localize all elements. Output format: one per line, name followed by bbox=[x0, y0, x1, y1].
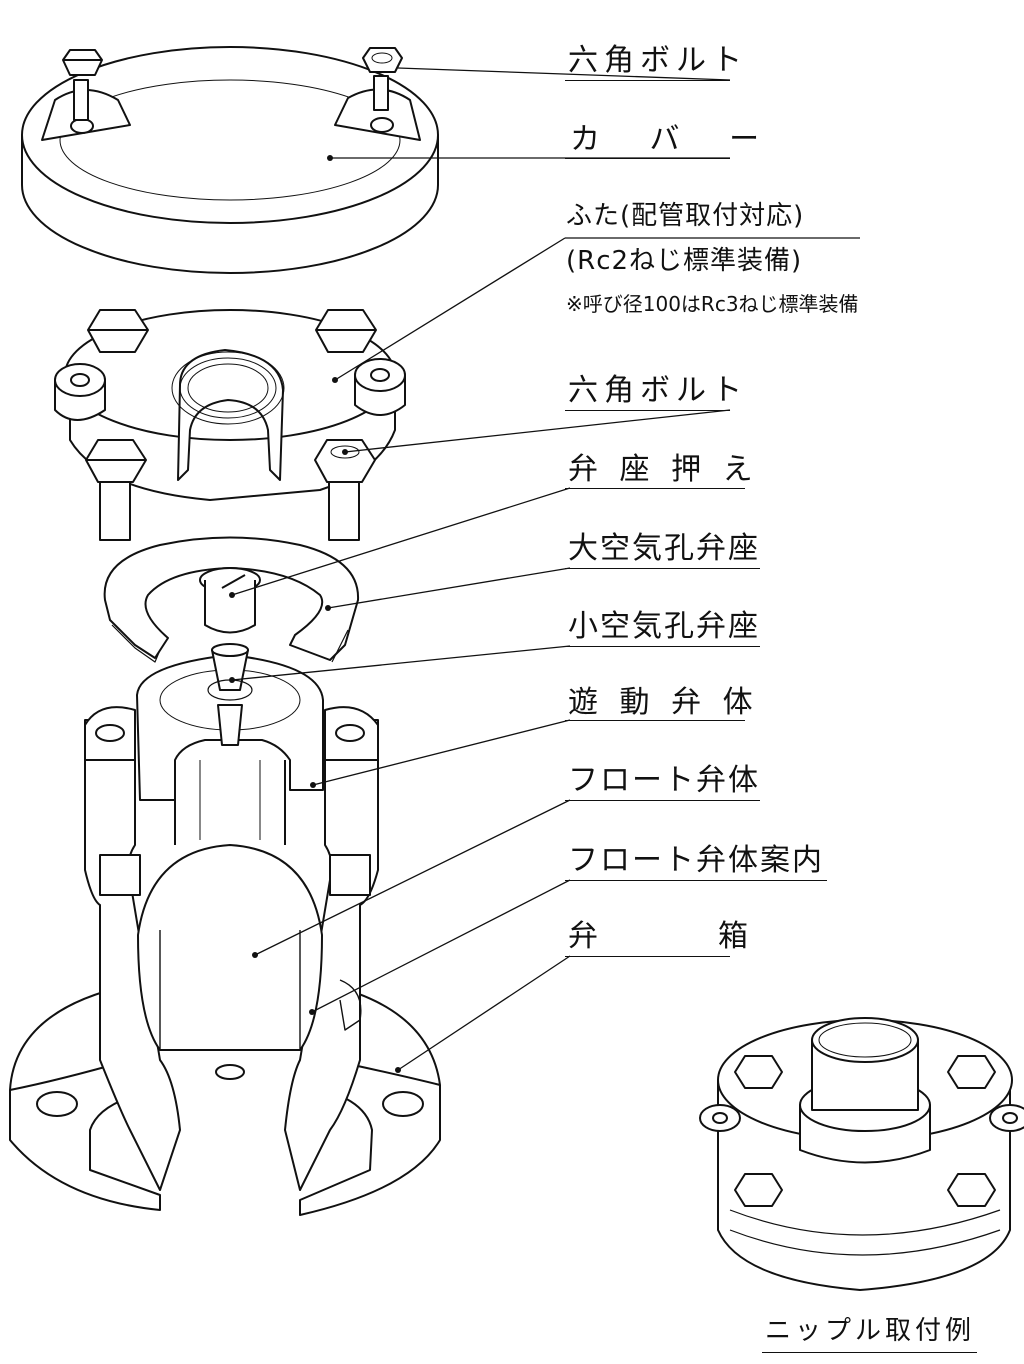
underline-hex-bolt-top bbox=[565, 80, 730, 81]
seat-retainer-drawing bbox=[103, 536, 360, 663]
label-floating-valve: 遊 動 弁 体 bbox=[568, 685, 759, 720]
underline-float-guide bbox=[565, 880, 827, 881]
nipple-example-drawing bbox=[699, 1017, 1024, 1291]
lid-drawing bbox=[54, 309, 406, 541]
underline-cover bbox=[565, 158, 730, 159]
underline-hex-bolt-mid bbox=[565, 410, 730, 411]
label-large-air-seat: 大空気孔弁座 bbox=[568, 531, 760, 566]
underline-valve-box bbox=[565, 956, 730, 957]
label-hex-bolt-top: 六角ボルト bbox=[568, 43, 748, 78]
floating-valve-drawing bbox=[136, 643, 324, 801]
label-nipple-example: ニップル取付例 bbox=[765, 1316, 976, 1346]
label-lid-note: ※呼び径100はRc3ねじ標準装備 bbox=[566, 292, 859, 316]
underline-small-air-seat bbox=[565, 646, 760, 647]
label-float-guide: フロート弁体案内 bbox=[568, 843, 824, 878]
underline-nipple-example bbox=[762, 1352, 977, 1353]
underline-seat-retainer bbox=[565, 488, 745, 489]
leader-dots bbox=[229, 155, 401, 1073]
label-hex-bolt-mid: 六角ボルト bbox=[568, 373, 748, 408]
label-small-air-seat: 小空気孔弁座 bbox=[568, 609, 760, 644]
label-seat-retainer: 弁 座 押 え bbox=[568, 452, 759, 487]
valve-box-drawing bbox=[9, 706, 441, 1216]
label-lid-line1: ふた(配管取付対応) bbox=[566, 201, 805, 231]
label-float-valve: フロート弁体 bbox=[568, 763, 760, 798]
label-lid-line2: (Rc2ねじ標準装備) bbox=[566, 246, 803, 276]
label-cover: カ バ ー bbox=[570, 122, 780, 157]
underline-floating-valve bbox=[565, 720, 745, 721]
cover-drawing bbox=[21, 46, 439, 274]
label-valve-box: 弁 箱 bbox=[568, 919, 768, 954]
underline-large-air-seat bbox=[565, 568, 760, 569]
underline-float-valve bbox=[565, 800, 760, 801]
